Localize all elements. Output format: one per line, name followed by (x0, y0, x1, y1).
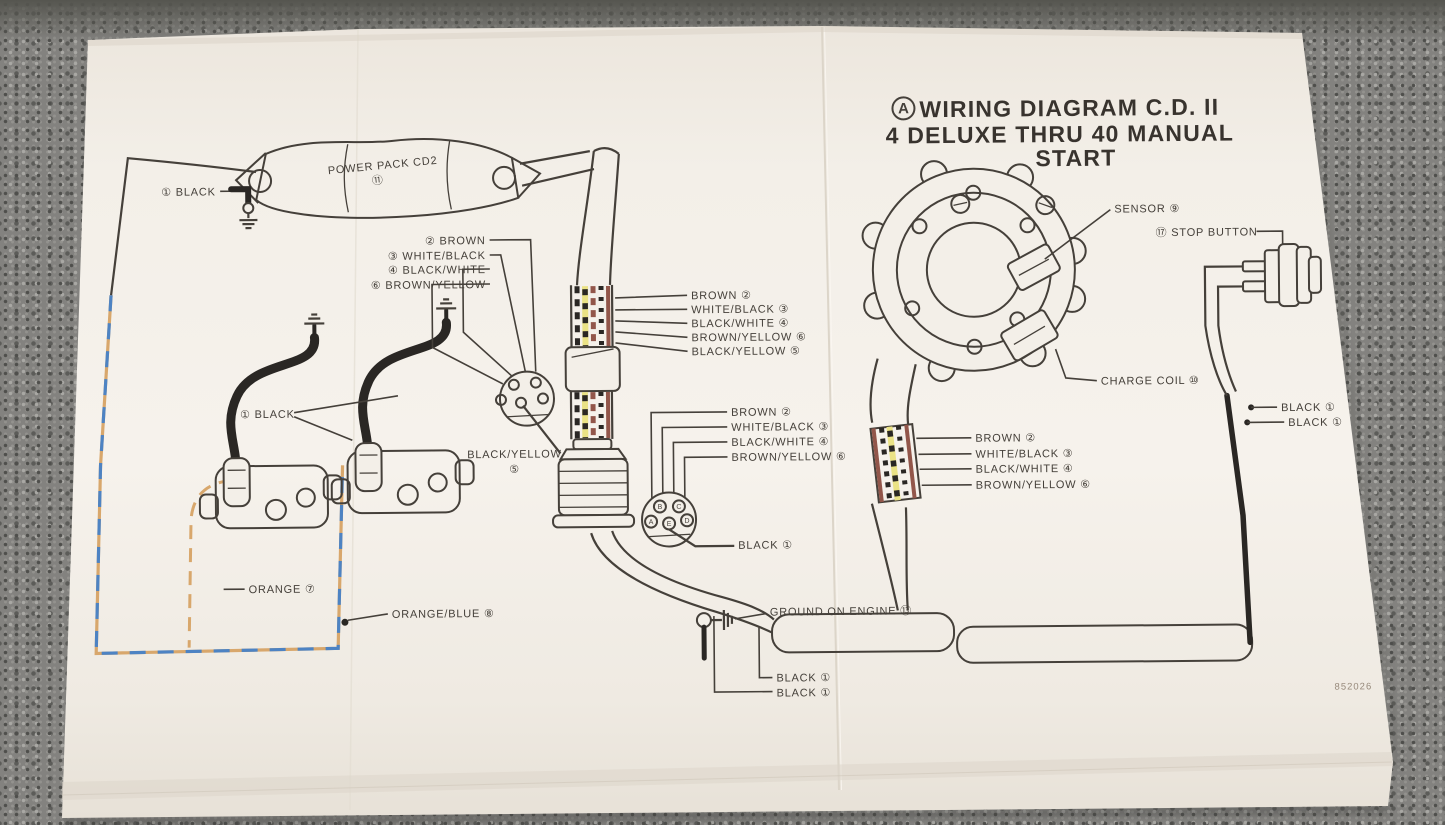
flywheel-stator: SENSOR ⑨ CHARGE COIL ⑩ (861, 160, 1200, 388)
main-harness-labels: BROWN ② WHITE/BLACK ③ BLACK/WHITE ④ BROW… (615, 290, 807, 358)
engine-black1-label: BLACK ① (776, 672, 831, 684)
charge-coil-label: CHARGE COIL ⑩ (1101, 375, 1200, 388)
pin-d: D (684, 518, 689, 525)
engine-black2-label: BLACK ① (777, 687, 832, 699)
harness-brown: BROWN ② (691, 290, 752, 303)
title-line1: WIRING DIAGRAM C.D. II (919, 94, 1219, 123)
stator-harness: BROWN ② WHITE/BLACK ③ BLACK/WHITE ④ BROW… (869, 358, 1091, 611)
title-line3: START (1035, 145, 1116, 172)
round-connector-lower: B C A E D BLACK ① (641, 491, 793, 552)
power-pack-ref: ⑪ (371, 173, 384, 187)
black-yellow-ref: ⑤ (509, 464, 520, 476)
charge-coil-block (1000, 309, 1059, 362)
harness-brownyellow: BROWN/YELLOW ⑥ (691, 331, 806, 344)
title-marker: A (898, 100, 909, 117)
main-harness (519, 147, 636, 529)
mid-blackwhite: BLACK/WHITE ④ (731, 436, 829, 449)
ignition-coil-left (198, 313, 343, 530)
paper-shadow (62, 806, 1392, 825)
paper-shadow-right (1301, 34, 1401, 770)
black-yellow-label: BLACK/YELLOW (467, 448, 562, 461)
mid-brown: BROWN ② (731, 406, 792, 419)
sensor-label: SENSOR ⑨ (1114, 203, 1180, 216)
orange-blue-label: ORANGE/BLUE ⑧ (392, 608, 495, 621)
stop-button-label: ⑰ STOP BUTTON (1155, 225, 1257, 239)
pin-b: B (658, 504, 663, 511)
pin-c: C (676, 504, 681, 511)
stator-brownyellow: BROWN/YELLOW ⑥ (976, 479, 1091, 492)
bottom-harness (590, 392, 1254, 664)
orange-label: ORANGE ⑦ (249, 584, 316, 597)
stop-button: ⑰ STOP BUTTON BLACK ① BLACK ① (1155, 225, 1343, 429)
stator-brown: BROWN ② (975, 432, 1036, 445)
stator-blackwhite: BLACK/WHITE ④ (976, 463, 1074, 476)
mid-brownyellow: BROWN/YELLOW ⑥ (731, 451, 846, 464)
harness-blackwhite: BLACK/WHITE ④ (691, 317, 789, 330)
mid-connector-labels: BROWN ② WHITE/BLACK ③ BLACK/WHITE ④ BROW… (650, 406, 847, 501)
mid-whiteblack: WHITE/BLACK ③ (731, 421, 829, 434)
pin6-label: ⑥ BROWN/YELLOW (371, 279, 486, 292)
stop-black1-label: BLACK ① (1281, 402, 1336, 414)
coil-lead-label: ① BLACK (240, 395, 399, 441)
ground-engine-label: GROUND ON ENGINE ⑬ (770, 604, 912, 618)
part-number: 852026 (1334, 681, 1372, 692)
harness-whiteblack: WHITE/BLACK ③ (691, 303, 789, 316)
connector-left-labels: ② BROWN ③ WHITE/BLACK ④ BLACK/WHITE ⑥ BR… (371, 235, 537, 385)
pin2-label: ② BROWN (425, 235, 486, 248)
orange-wire-labels: ORANGE ⑦ ORANGE/BLUE ⑧ (223, 584, 495, 626)
powerpack-ground-label: ① BLACK (161, 186, 216, 198)
stop-black2-label: BLACK ① (1288, 417, 1343, 429)
sensor-block (1006, 243, 1061, 291)
pin3-label: ③ WHITE/BLACK (388, 250, 486, 263)
coil-black-label: ① BLACK (240, 409, 295, 421)
harness-blackyellow: BLACK/YELLOW ⑤ (692, 345, 801, 358)
title-line2: 4 DELUXE THRU 40 MANUAL (886, 120, 1235, 149)
pin4-label: ④ BLACK/WHITE (388, 264, 486, 277)
ignition-coil-right (330, 298, 475, 515)
paper-creases (61, 26, 1393, 811)
pin-a: A (649, 519, 654, 526)
ground-on-engine: GROUND ON ENGINE ⑬ BLACK ① BLACK ① (695, 604, 912, 700)
round-connector-upper: BLACK/YELLOW ⑤ (467, 370, 562, 476)
pin-e: E (667, 521, 672, 528)
connector-black-label: BLACK ① (738, 539, 793, 551)
stator-whiteblack: WHITE/BLACK ③ (975, 448, 1073, 461)
powerpack-ground: ① BLACK (161, 186, 258, 230)
title-block: A WIRING DIAGRAM C.D. II 4 DELUXE THRU 4… (886, 94, 1235, 172)
